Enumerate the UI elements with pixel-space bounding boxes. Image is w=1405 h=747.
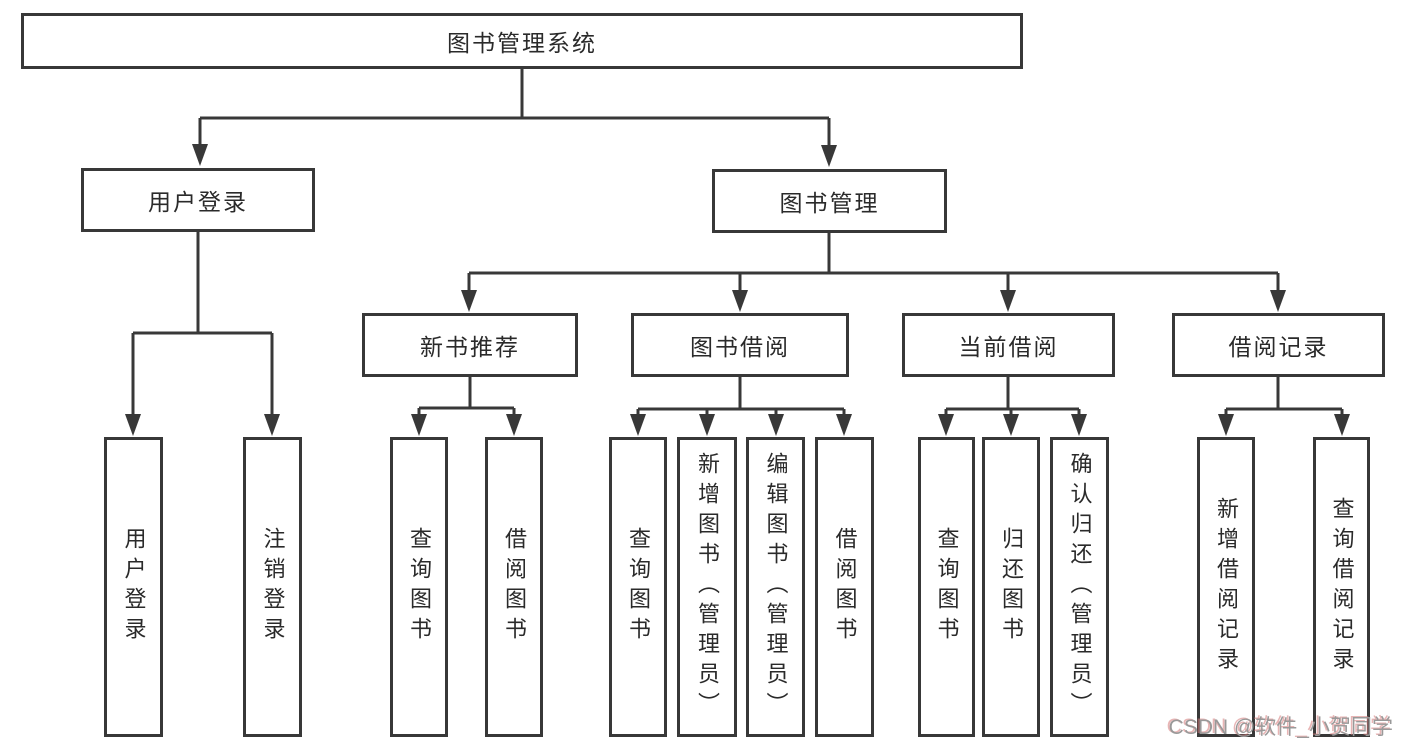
leaf-edit-books-admin: 编辑图书（管理员）: [746, 437, 805, 737]
node-new-book-recommend: 新书推荐: [362, 313, 578, 377]
node-user-login-label: 用户登录: [148, 189, 248, 215]
leaf-query-books-borrow: 查询图书: [609, 437, 667, 737]
node-current-borrowing-label: 当前借阅: [958, 334, 1059, 360]
leaf-query-books-recommend-label: 查询图书: [407, 527, 432, 647]
leaf-borrow-books: 借阅图书: [815, 437, 874, 737]
node-new-book-recommend-label: 新书推荐: [420, 334, 520, 360]
arrowheads: [125, 144, 1350, 436]
leaf-confirm-return-admin-label: 确认归还（管理员）: [1067, 452, 1093, 722]
node-current-borrowing: 当前借阅: [902, 313, 1115, 377]
node-root: 图书管理系统: [21, 13, 1023, 69]
leaf-user-login: 用户登录: [104, 437, 163, 737]
leaf-add-books-admin: 新增图书（管理员）: [677, 437, 737, 737]
leaf-confirm-return-admin: 确认归还（管理员）: [1050, 437, 1109, 737]
node-borrowing-records-label: 借阅记录: [1228, 334, 1329, 360]
leaf-user-login-label: 用户登录: [121, 527, 147, 647]
leaf-borrow-books-recommend-label: 借阅图书: [502, 527, 527, 647]
node-book-borrowing: 图书借阅: [631, 313, 849, 377]
leaf-logout-label: 注销登录: [260, 527, 286, 647]
node-book-management-label: 图书管理: [779, 190, 880, 216]
leaf-borrow-books-recommend: 借阅图书: [485, 437, 543, 737]
leaf-query-books-current: 查询图书: [918, 437, 975, 737]
leaf-query-books-recommend: 查询图书: [390, 437, 448, 737]
node-book-management: 图书管理: [712, 169, 947, 233]
node-book-borrowing-label: 图书借阅: [690, 334, 790, 360]
leaf-edit-books-admin-label: 编辑图书（管理员）: [763, 452, 789, 722]
node-user-login: 用户登录: [81, 168, 315, 232]
leaf-query-books-borrow-label: 查询图书: [626, 527, 651, 647]
node-root-label: 图书管理系统: [447, 30, 597, 56]
node-borrowing-records: 借阅记录: [1172, 313, 1385, 377]
csdn-watermark: CSDN @软件_小贺同学: [1168, 716, 1393, 739]
leaf-query-borrow-record: 查询借阅记录: [1313, 437, 1370, 737]
leaf-add-borrow-record: 新增借阅记录: [1197, 437, 1255, 737]
leaf-return-books: 归还图书: [982, 437, 1040, 737]
leaf-borrow-books-label: 借阅图书: [832, 527, 858, 647]
leaf-add-borrow-record-label: 新增借阅记录: [1214, 497, 1239, 677]
leaf-query-books-current-label: 查询图书: [934, 527, 960, 647]
leaf-logout: 注销登录: [243, 437, 302, 737]
leaf-add-books-admin-label: 新增图书（管理员）: [695, 452, 720, 722]
leaf-return-books-label: 归还图书: [999, 527, 1024, 647]
leaf-query-borrow-record-label: 查询借阅记录: [1329, 497, 1355, 677]
